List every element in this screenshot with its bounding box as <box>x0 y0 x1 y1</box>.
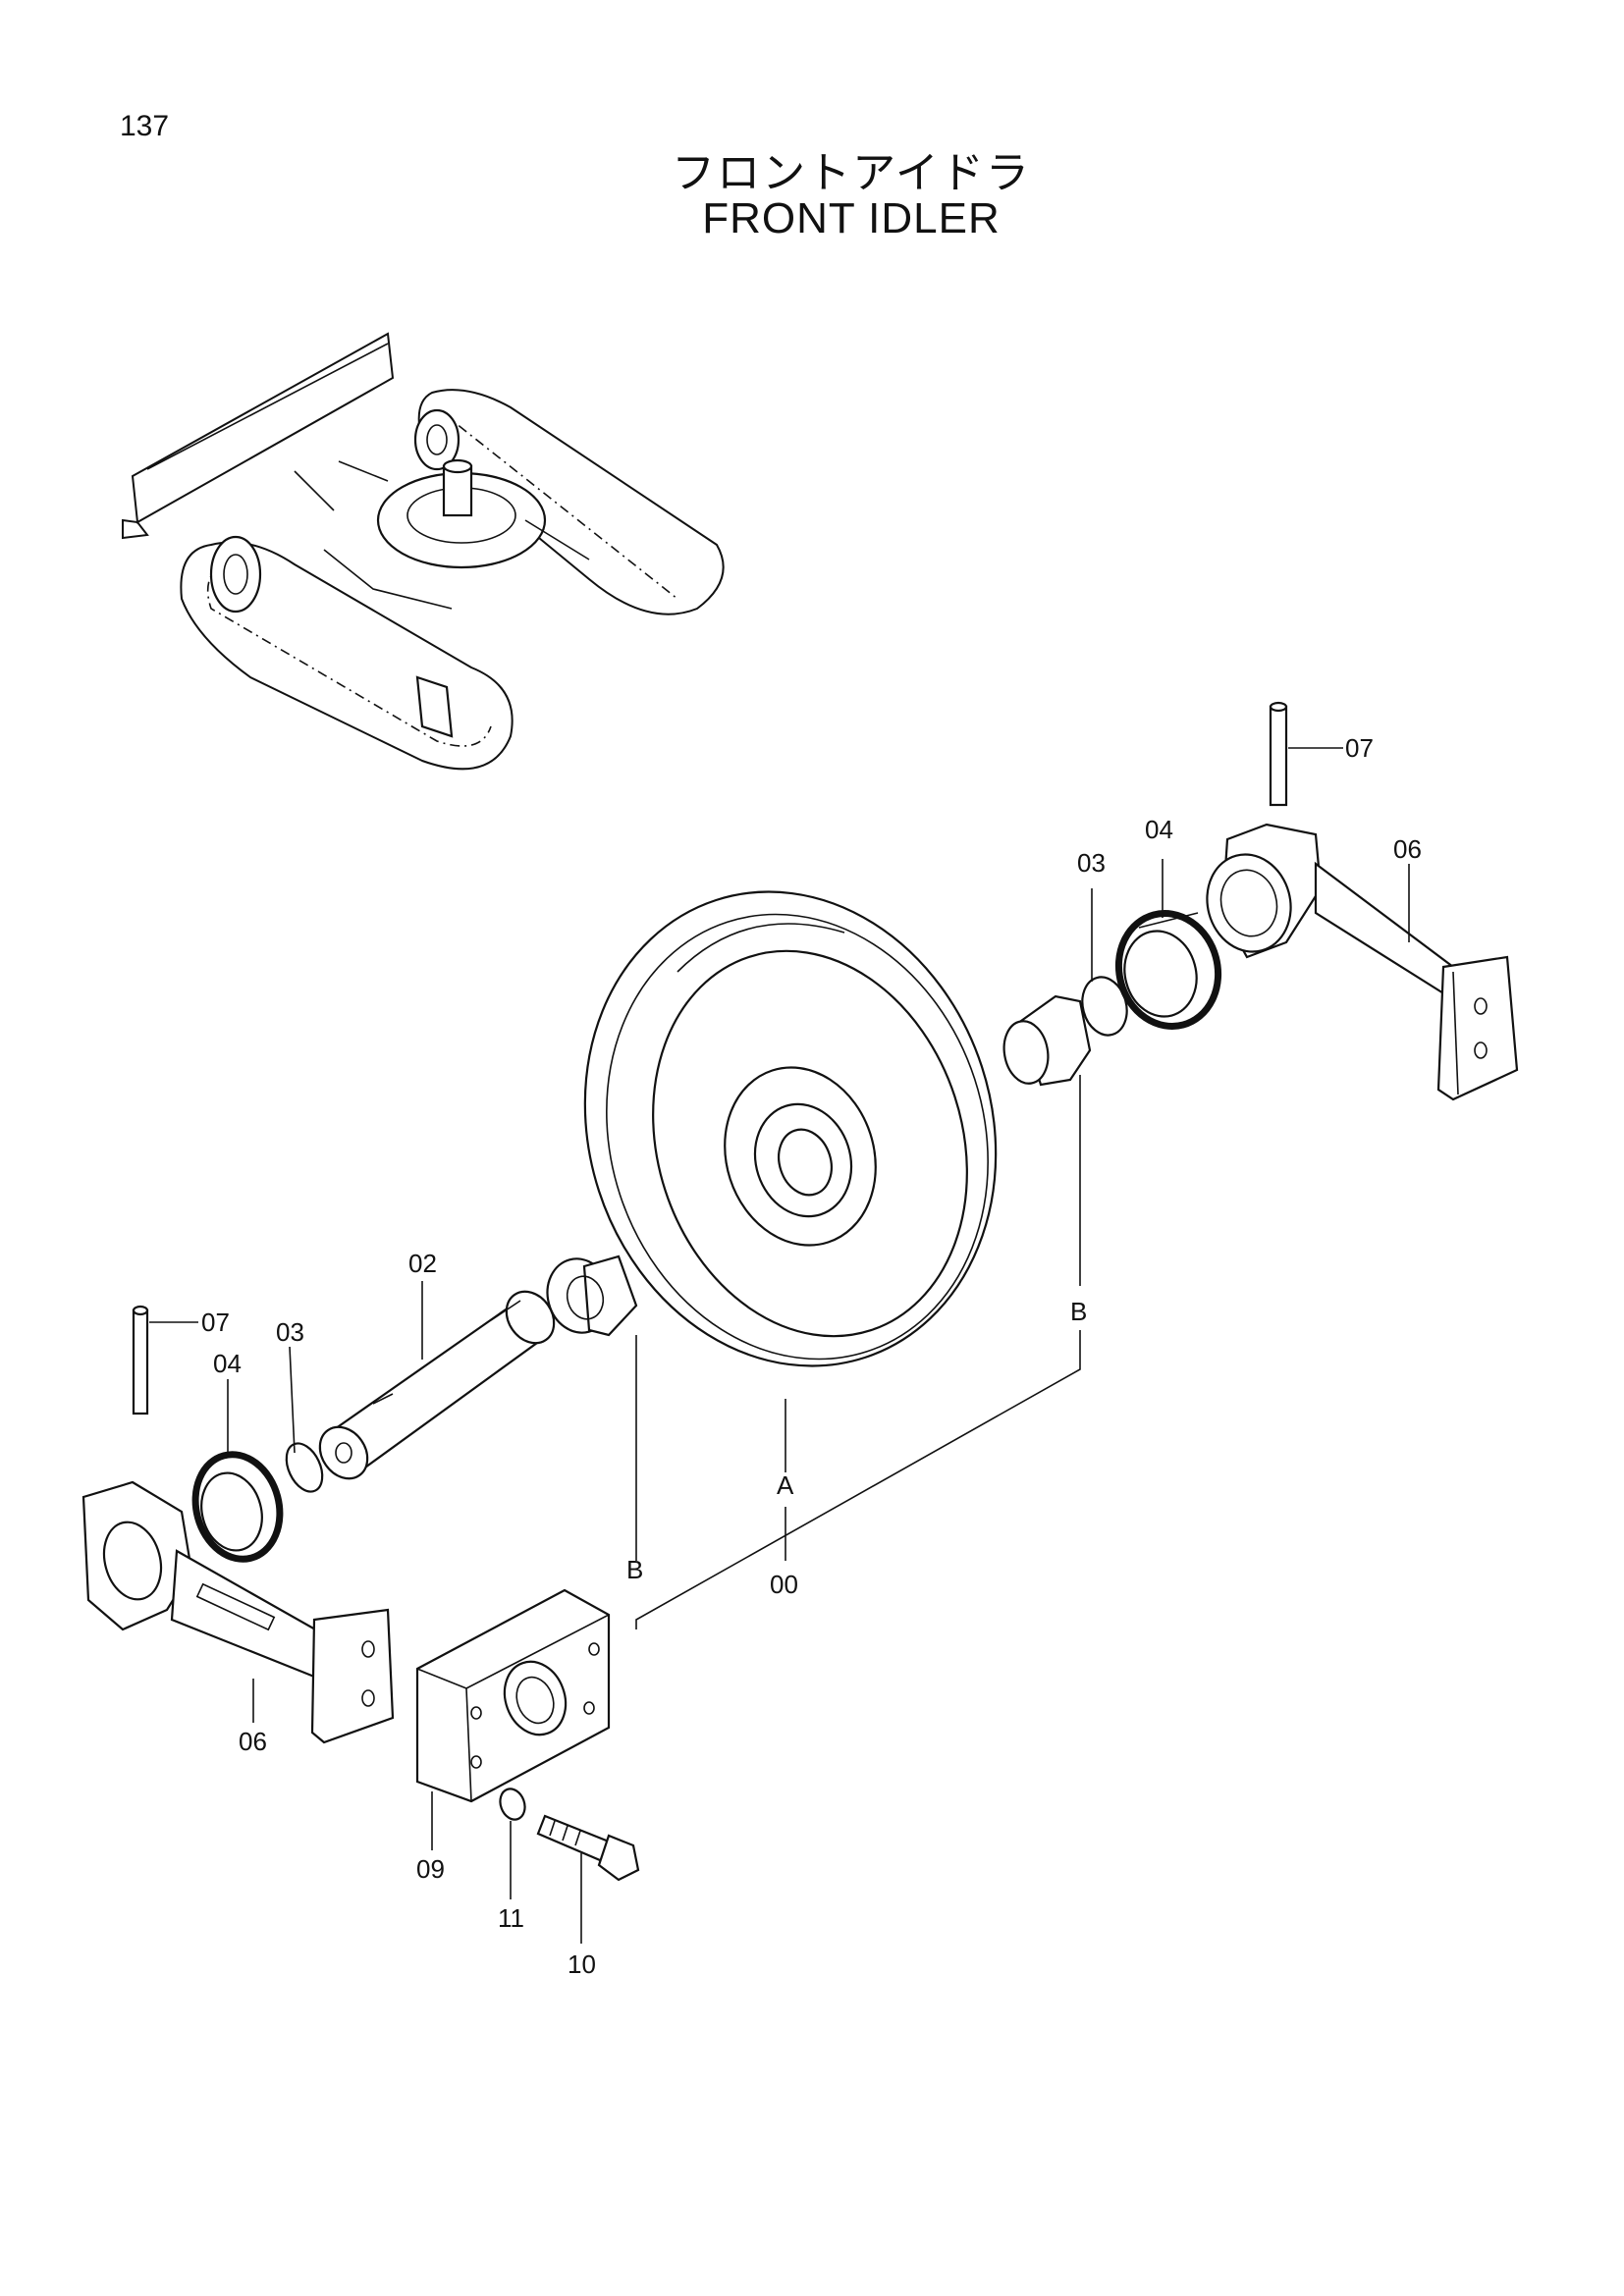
callout-02: 02 <box>408 1249 437 1278</box>
leader-lines <box>149 747 1410 1944</box>
callout-00: 00 <box>770 1570 798 1599</box>
spring-pin-right <box>1269 701 1288 807</box>
collar-left <box>546 1255 638 1337</box>
idler-support-right <box>1206 823 1519 1101</box>
callout-04-left: 04 <box>213 1349 242 1378</box>
callout-04-right: 04 <box>1145 815 1173 844</box>
ref-label-a: A <box>777 1470 794 1500</box>
page-number: 137 <box>120 110 170 142</box>
collar-right <box>1002 994 1092 1087</box>
callout-07-right: 07 <box>1345 733 1374 763</box>
callout-06-right: 06 <box>1393 834 1422 864</box>
bolt-part-10 <box>536 1814 640 1882</box>
spring-pin-left <box>132 1305 149 1415</box>
floating-seal-right <box>1114 910 1222 1030</box>
callout-11: 11 <box>498 1903 524 1933</box>
ref-label-b-right: B <box>1070 1297 1087 1326</box>
callout-10: 10 <box>568 1949 596 1979</box>
title-english: FRONT IDLER <box>702 194 1001 242</box>
title-japanese: フロントアイドラ <box>672 148 1031 198</box>
idler-support-left <box>81 1480 395 1744</box>
callout-03-right: 03 <box>1077 848 1106 878</box>
support-block-part-09 <box>415 1588 611 1803</box>
callout-06-left: 06 <box>239 1727 267 1756</box>
callout-09: 09 <box>416 1854 445 1884</box>
callout-07-left: 07 <box>201 1308 230 1337</box>
idler-wheel-part-00 <box>583 890 998 1367</box>
floating-seal-left <box>191 1451 284 1563</box>
idler-shaft-part-02 <box>318 1290 556 1480</box>
callout-03-left: 03 <box>276 1317 304 1347</box>
undercarriage-overview-illustration <box>122 332 725 771</box>
washer-part-11 <box>499 1788 526 1821</box>
ref-label-b-left: B <box>626 1555 643 1584</box>
